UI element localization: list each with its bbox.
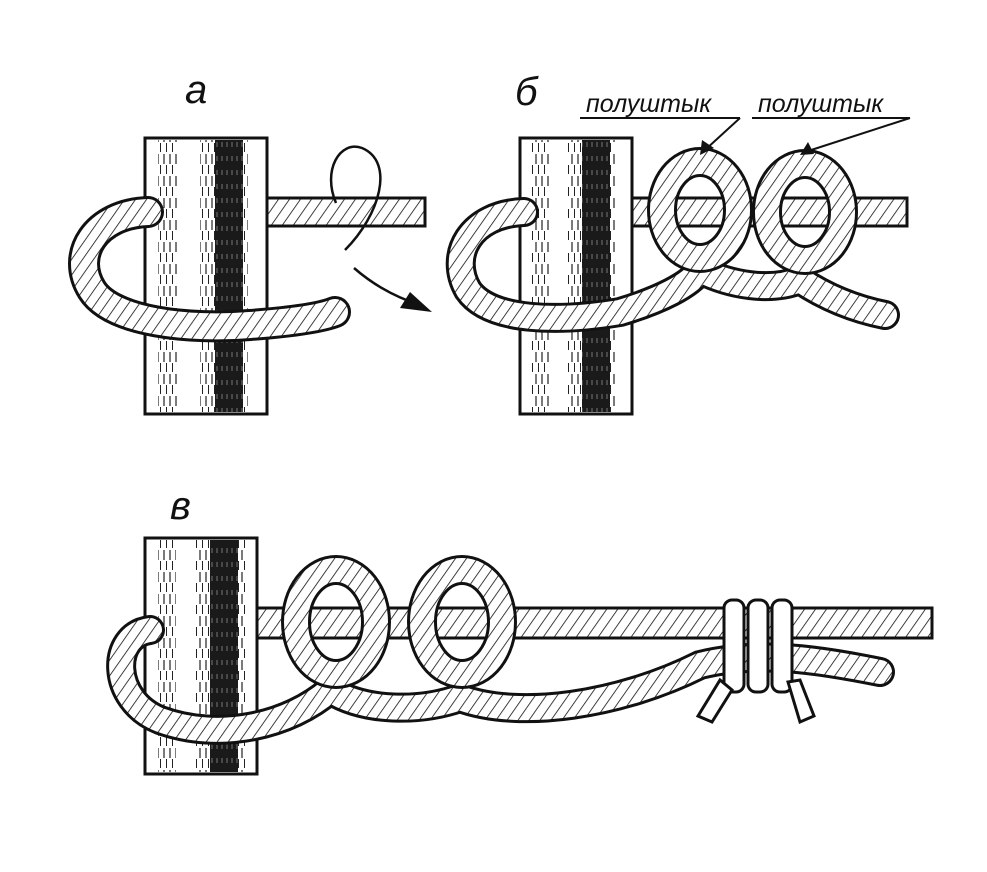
standing-rope-v [255,606,934,640]
panel-a-drawing [68,136,432,416]
panel-b-drawing [445,117,911,416]
panel-label-v: в [170,484,191,528]
panel-v-drawing [106,536,934,776]
pole-a [143,136,269,416]
callout-arrow-icon [700,140,714,155]
callout-arrow-icon [800,142,814,155]
half-hitch-loop-2 [752,149,858,275]
half-hitch-loop-1 [647,147,753,273]
callout-label-half-hitch-2: полуштык [758,90,884,118]
callout-leaders [580,117,911,153]
standing-rope-a [265,196,427,228]
arrow-head-icon [400,292,432,312]
callout-label-half-hitch-1: полуштык [586,90,712,118]
pole-b [518,136,634,416]
seizing-wraps [695,598,816,725]
panel-label-b: б [515,70,538,114]
panel-label-a: а [185,68,208,112]
half-hitch-loop-3 [281,555,391,689]
half-hitch-loop-4 [407,555,517,689]
